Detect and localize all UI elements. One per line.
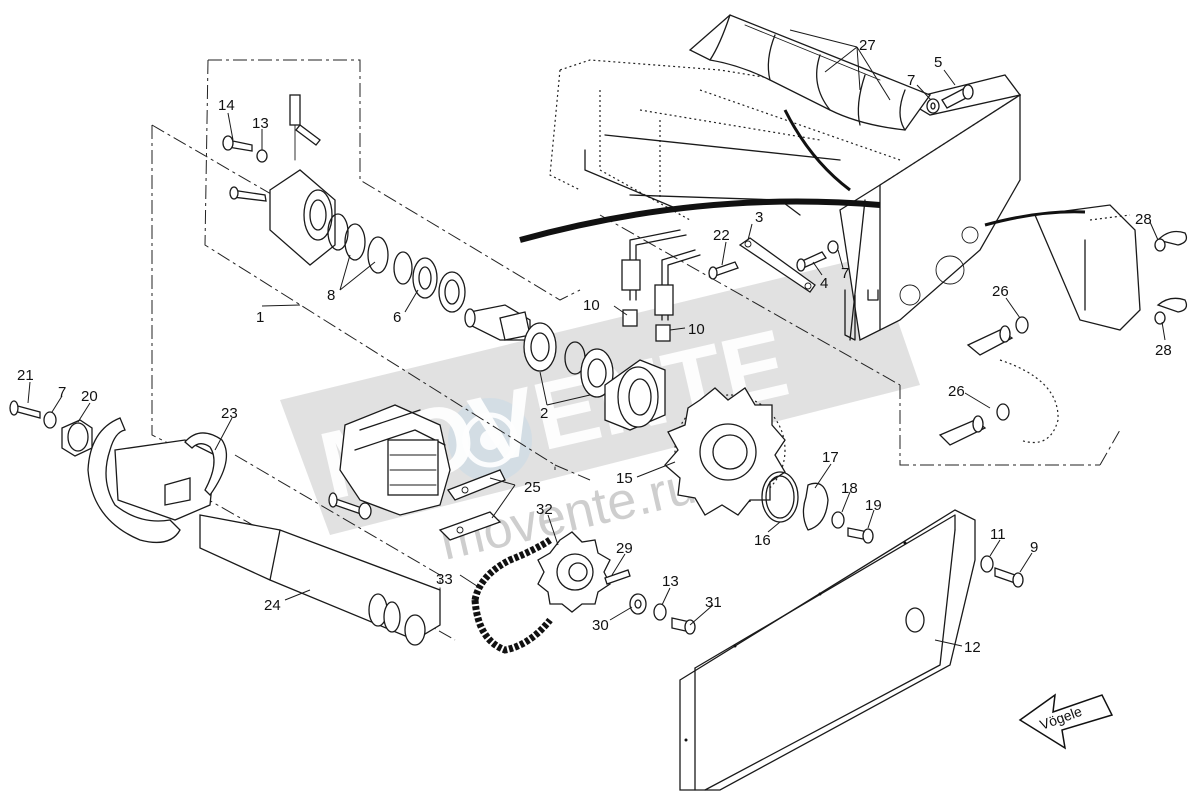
callout-32: 32: [536, 501, 553, 518]
callout-18: 18: [841, 480, 858, 497]
callout-31: 31: [705, 594, 722, 611]
callout-22: 22: [713, 227, 730, 244]
left-parts: [9, 400, 228, 544]
callout-10b: 10: [688, 321, 705, 338]
callout-12: 12: [964, 639, 981, 656]
callout-7a: 7: [907, 72, 915, 89]
callout-1: 1: [256, 309, 264, 326]
callout-30: 30: [592, 617, 609, 634]
callout-25: 25: [524, 479, 541, 496]
callout-23: 23: [221, 405, 238, 422]
callout-13a: 13: [252, 115, 269, 132]
callout-15: 15: [616, 470, 633, 487]
callout-28a: 28: [1135, 211, 1152, 228]
callout-26a: 26: [992, 283, 1009, 300]
callout-labels: 1234567778910101112131314151617181920212…: [17, 37, 1172, 656]
callout-2: 2: [540, 405, 548, 422]
callout-13b: 13: [662, 573, 679, 590]
bolt-5: [926, 84, 974, 114]
callout-7b: 7: [841, 265, 849, 282]
callout-14: 14: [218, 97, 235, 114]
callout-8: 8: [327, 287, 335, 304]
callout-33: 33: [436, 571, 453, 588]
wear-plates: [688, 14, 932, 131]
seal-rings: [327, 213, 466, 313]
tension-lever: [708, 237, 839, 293]
callout-11: 11: [990, 526, 1006, 543]
callout-7c: 7: [58, 384, 66, 401]
callout-9: 9: [1030, 539, 1038, 556]
callout-27: 27: [859, 37, 876, 54]
callout-4: 4: [820, 275, 828, 292]
callout-10a: 10: [583, 297, 600, 314]
callout-28b: 28: [1155, 342, 1172, 359]
callout-24: 24: [264, 597, 281, 614]
callout-20: 20: [81, 388, 98, 405]
small-sprocket: [537, 531, 631, 613]
callout-21: 21: [17, 367, 34, 384]
chain-cover: [679, 509, 976, 791]
callout-16: 16: [754, 532, 771, 549]
leader-lines: [27, 29, 1166, 647]
drive-chain: [471, 537, 553, 654]
hydraulic-motor: [328, 404, 451, 520]
callout-26b: 26: [948, 383, 965, 400]
brackets: [438, 469, 506, 541]
grease-lines: [621, 229, 701, 342]
sprocket-fasteners: [629, 593, 696, 635]
shaft-and-bearings: [464, 304, 666, 431]
vogele-arrow-icon: Vögele: [1018, 693, 1114, 750]
callout-3: 3: [755, 209, 763, 226]
large-sprocket: [664, 387, 786, 516]
steel-strips: [519, 109, 1086, 243]
drive-shaft: [199, 514, 441, 646]
callout-17: 17: [822, 449, 839, 466]
callout-6: 6: [393, 309, 401, 326]
callout-5: 5: [934, 54, 942, 71]
callout-19: 19: [865, 497, 882, 514]
bearing-flange: [222, 94, 336, 266]
cover-bolt: [980, 555, 1024, 588]
grease-fittings: [938, 230, 1188, 446]
callout-29: 29: [616, 540, 633, 557]
